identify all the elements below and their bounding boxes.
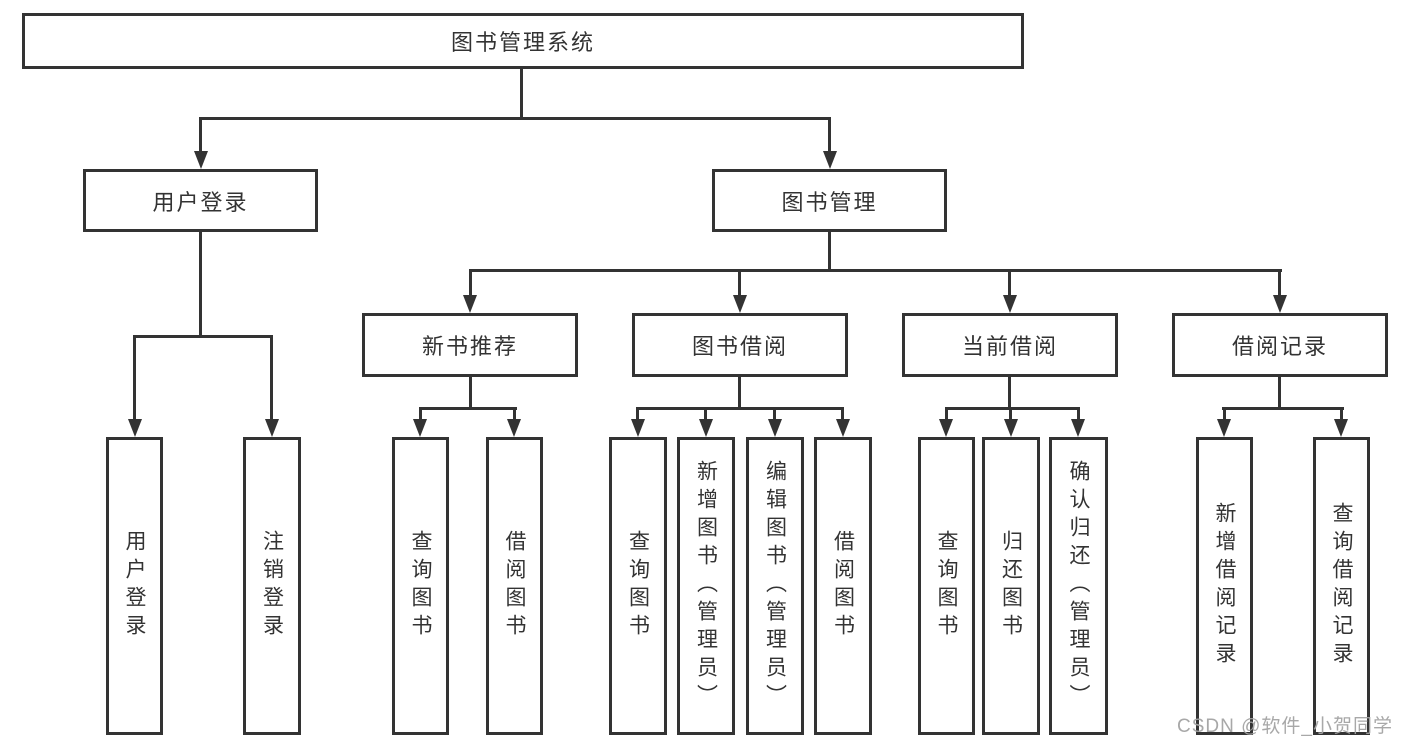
connector-cb-vertical	[1008, 376, 1011, 407]
leaf-nr-borrow-books-label: 借阅图书	[503, 530, 527, 642]
arrow-stem-to-user-login	[199, 117, 202, 151]
arrow-head-to-current-borrowing	[1003, 295, 1017, 313]
leaf-bb-borrow-books-label: 借阅图书	[831, 530, 855, 642]
arrow-stem-cb-confirm-return	[1077, 407, 1080, 419]
node-user-login: 用户登录	[83, 169, 318, 232]
arrow-head-nr-query-books	[413, 419, 427, 437]
node-book-management-label: 图书管理	[781, 189, 878, 215]
leaf-bb-add-books-admin-label: 新增图书（管理员）	[694, 460, 718, 712]
arrow-head-nr-borrow-books	[507, 419, 521, 437]
leaf-cb-return-books: 归还图书	[982, 437, 1040, 735]
leaf-br-query-borrow-record-label: 查询借阅记录	[1330, 502, 1354, 670]
leaf-bb-query-books-label: 查询图书	[626, 530, 650, 642]
arrow-head-cb-return-books	[1004, 419, 1018, 437]
arrow-head-bb-borrow-books	[836, 419, 850, 437]
leaf-nr-borrow-books: 借阅图书	[486, 437, 543, 735]
leaf-logout-label: 注销登录	[260, 530, 284, 642]
leaf-user-login-label: 用户登录	[123, 530, 147, 642]
arrow-head-bb-add-books	[699, 419, 713, 437]
arrow-head-to-login	[128, 419, 142, 437]
arrow-head-to-logout	[265, 419, 279, 437]
arrow-stem-nr-borrow-books	[513, 407, 516, 419]
arrow-head-to-book-management	[823, 151, 837, 169]
connector-nr-vertical	[469, 376, 472, 407]
node-book-borrowing-label: 图书借阅	[691, 334, 788, 359]
arrow-stem-bb-edit-books	[773, 407, 776, 419]
connector-level2-horizontal	[469, 269, 1282, 272]
connector-br-vertical	[1278, 376, 1281, 407]
arrow-head-cb-query-books	[939, 419, 953, 437]
arrow-stem-cb-query-books	[945, 407, 948, 419]
connector-user-login-horizontal	[133, 335, 273, 338]
node-new-book-recommend-label: 新书推荐	[421, 334, 518, 359]
connector-br-horizontal	[1222, 407, 1344, 410]
leaf-bb-edit-books-admin: 编辑图书（管理员）	[746, 437, 804, 735]
arrow-stem-nr-query-books	[419, 407, 422, 419]
node-user-login-label: 用户登录	[152, 189, 249, 215]
leaf-cb-confirm-return-admin-label: 确认归还（管理员）	[1067, 460, 1091, 712]
node-book-management: 图书管理	[712, 169, 947, 232]
leaf-nr-query-books-label: 查询图书	[409, 530, 433, 642]
arrow-stem-to-book-borrowing	[738, 269, 741, 295]
leaf-cb-confirm-return-admin: 确认归还（管理员）	[1049, 437, 1108, 735]
leaf-bb-query-books: 查询图书	[609, 437, 667, 735]
node-borrowing-records-label: 借阅记录	[1231, 334, 1328, 359]
arrow-stem-to-login	[133, 335, 136, 419]
arrow-stem-to-new-book-recommend	[469, 269, 472, 295]
arrow-stem-cb-return-books	[1009, 407, 1012, 419]
leaf-bb-borrow-books: 借阅图书	[814, 437, 872, 735]
csdn-watermark: CSDN @软件_小贺同学	[1177, 716, 1393, 737]
leaf-bb-edit-books-admin-label: 编辑图书（管理员）	[763, 460, 787, 712]
connector-bb-vertical	[738, 376, 741, 407]
node-library-system-label: 图书管理系统	[450, 30, 595, 55]
arrow-stem-to-logout	[270, 335, 273, 419]
leaf-user-login: 用户登录	[106, 437, 163, 735]
connector-user-login-vertical	[199, 231, 202, 335]
arrow-stem-bb-add-books	[704, 407, 707, 419]
leaf-bb-add-books-admin: 新增图书（管理员）	[677, 437, 735, 735]
leaf-br-query-borrow-record: 查询借阅记录	[1313, 437, 1370, 735]
connector-root-vertical	[520, 67, 523, 117]
connector-cb-horizontal	[945, 407, 1080, 410]
node-current-borrowing: 当前借阅	[902, 313, 1118, 377]
arrow-stem-to-borrowing-records	[1278, 269, 1281, 295]
node-new-book-recommend: 新书推荐	[362, 313, 578, 377]
arrow-head-bb-query-books	[631, 419, 645, 437]
arrow-stem-br-add-record	[1223, 407, 1226, 419]
leaf-logout: 注销登录	[243, 437, 301, 735]
connector-level1-horizontal	[199, 117, 831, 120]
connector-bb-horizontal	[636, 407, 844, 410]
node-library-system: 图书管理系统	[22, 13, 1024, 69]
node-borrowing-records: 借阅记录	[1172, 313, 1388, 377]
arrow-head-to-borrowing-records	[1273, 295, 1287, 313]
arrow-head-to-user-login	[194, 151, 208, 169]
connector-nr-horizontal	[419, 407, 517, 410]
arrow-stem-to-current-borrowing	[1008, 269, 1011, 295]
leaf-nr-query-books: 查询图书	[392, 437, 449, 735]
leaf-br-add-borrow-record-label: 新增借阅记录	[1213, 502, 1237, 670]
leaf-cb-return-books-label: 归还图书	[999, 530, 1023, 642]
arrow-head-br-add-record	[1217, 419, 1231, 437]
arrow-head-cb-confirm-return	[1071, 419, 1085, 437]
arrow-stem-to-book-management	[828, 117, 831, 151]
leaf-cb-query-books-label: 查询图书	[935, 530, 959, 642]
node-book-borrowing: 图书借阅	[632, 313, 848, 377]
arrow-stem-br-query-record	[1340, 407, 1343, 419]
arrow-head-to-new-book-recommend	[463, 295, 477, 313]
node-current-borrowing-label: 当前借阅	[961, 334, 1058, 359]
leaf-cb-query-books: 查询图书	[918, 437, 975, 735]
connector-book-mgmt-vertical	[828, 231, 831, 269]
leaf-br-add-borrow-record: 新增借阅记录	[1196, 437, 1253, 735]
arrow-stem-bb-query-books	[636, 407, 639, 419]
arrow-head-br-query-record	[1334, 419, 1348, 437]
arrow-head-to-book-borrowing	[733, 295, 747, 313]
arrow-stem-bb-borrow-books	[841, 407, 844, 419]
arrow-head-bb-edit-books	[768, 419, 782, 437]
